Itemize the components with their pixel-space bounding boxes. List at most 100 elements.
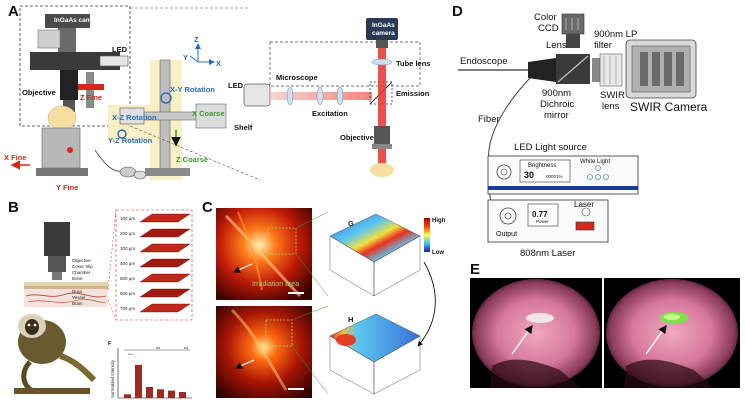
dichroic-label-1: 900nm <box>542 88 571 99</box>
laser-box <box>487 199 609 243</box>
bar-chart-letter: F <box>108 341 112 347</box>
lens-icon <box>566 34 580 48</box>
inset-led-icon <box>243 83 271 107</box>
dichroic-label-3: mirror <box>544 110 569 121</box>
power-label: Power <box>536 219 549 224</box>
z-coarse-label: Z Coarse <box>176 155 208 164</box>
layer-label: Chamber <box>72 270 91 275</box>
white-arrow <box>234 359 255 369</box>
irradiation-roi-box <box>267 227 297 255</box>
depth-slice <box>139 258 191 268</box>
x-coarse-label: X Coarse <box>192 109 225 118</box>
axis-y-label: Y <box>183 53 188 62</box>
depth-stack-box <box>115 209 193 321</box>
axis-z-label: Z <box>194 35 199 44</box>
intensity-bar-chart: F Normalized Intensity *** ns ns <box>108 341 192 399</box>
depth-label: 400 μm <box>120 261 135 266</box>
panel-c-letter: C <box>202 199 213 216</box>
ingaas-camera-label: InGaAs camera <box>54 17 102 24</box>
bar <box>168 390 175 398</box>
panel-e-letter: E <box>470 261 480 278</box>
brightness-unit: 00001% <box>546 174 563 179</box>
laser-808-label: 808nm Laser <box>520 248 575 259</box>
layer-label: Dura <box>72 289 82 294</box>
scale-bar <box>288 388 304 390</box>
depth-slice <box>139 288 191 298</box>
depth-label: 700 μm <box>120 306 135 311</box>
swir-lens-label-2: lens <box>602 101 620 112</box>
specimen-holder <box>36 105 88 176</box>
camera-head-dashed-box <box>19 5 131 127</box>
lp-filter-label-1: 900nm LP <box>594 29 637 40</box>
z-fine-label: Z Fine <box>80 93 102 102</box>
layer-label: Bone <box>72 276 83 281</box>
output-label: Output <box>496 231 517 238</box>
irradiation-area-label: Irradiation area <box>252 281 299 288</box>
panel-a: A InGaAs camera LED Objective Z Fine <box>4 3 430 192</box>
depth-slice <box>139 228 191 238</box>
shelf-label: Shelf <box>234 123 253 132</box>
sig-marker: ns <box>156 345 160 350</box>
bar <box>146 386 153 398</box>
y-fine-label: Y Fine <box>56 183 78 192</box>
microscope-body <box>30 52 129 112</box>
layer-label: Brain <box>72 301 83 306</box>
lesion-arrow <box>511 324 533 355</box>
bar-chart-ylabel: Normalized Intensity <box>110 359 115 398</box>
brightness-display <box>519 159 571 183</box>
xz-rotation-label: X-Z Rotation <box>112 113 157 122</box>
swir-lens-label-1: SWIR <box>600 90 625 101</box>
yz-rotation-label: Y-Z Rotation <box>108 136 153 145</box>
color-ccd-label-2: CCD <box>538 23 559 34</box>
inset-specimen <box>370 163 394 177</box>
cable <box>94 149 126 172</box>
panel-c: C Irradiation area G <box>202 199 446 398</box>
panel-b-letter: B <box>8 199 19 216</box>
brightness-value: 30 <box>524 170 534 180</box>
power-value: 0.77 <box>532 210 548 219</box>
color-ccd-icon <box>561 13 585 35</box>
optical-path-inset <box>243 18 421 177</box>
panel-b: B Objective Cover Slip Chamber Bone Dura… <box>8 199 193 399</box>
colorbar-low-label: Low <box>432 250 444 256</box>
inset-led-label: LED <box>228 81 244 90</box>
axis-x-label: X <box>216 59 221 68</box>
depth-slice <box>139 303 191 313</box>
depth-label: 100 μm <box>120 216 135 221</box>
depth-slice <box>139 273 191 283</box>
bar <box>124 394 131 398</box>
led-light-source-label: LED Light source <box>514 142 587 153</box>
irradiation-roi-box <box>265 319 293 347</box>
inset-objective-label: Objective <box>340 133 374 142</box>
bar <box>157 389 164 398</box>
swir-camera-icon <box>625 39 697 99</box>
endoscope-label: Endoscope <box>460 56 508 67</box>
depth-label: 300 μm <box>120 246 135 251</box>
bar-group <box>124 364 186 398</box>
emission-beam <box>378 48 386 168</box>
layer-label: Cover Slip <box>72 264 93 269</box>
callout-line <box>129 125 261 181</box>
panel-e: E <box>470 261 740 388</box>
inset-excitation-label: Excitation <box>312 109 348 118</box>
lp-filter-icon <box>592 58 600 82</box>
lesion-arrow <box>645 324 667 355</box>
layer-label: Objective <box>72 258 91 263</box>
color-ccd-label-1: Color <box>534 12 557 23</box>
led-light-source-box <box>487 155 639 195</box>
xy-rotation-label: X-Y Rotation <box>170 85 215 94</box>
laser-label: Laser <box>574 200 594 209</box>
lens-label: Lens <box>546 40 567 51</box>
microscope-dashed-box <box>269 41 421 87</box>
depth-slice <box>139 243 191 253</box>
inset-microscope-label: Microscope <box>276 73 318 82</box>
comparison-arrow <box>417 261 436 347</box>
inset-ingaas-label-1: InGaAs <box>372 22 395 29</box>
scale-bar <box>288 292 304 294</box>
endoscope-coupler <box>528 58 556 82</box>
lp-filter-label-2: filter <box>594 40 612 51</box>
stage-stand <box>117 59 227 176</box>
axis-indicator <box>189 43 215 65</box>
panel-a-letter: A <box>8 3 19 20</box>
